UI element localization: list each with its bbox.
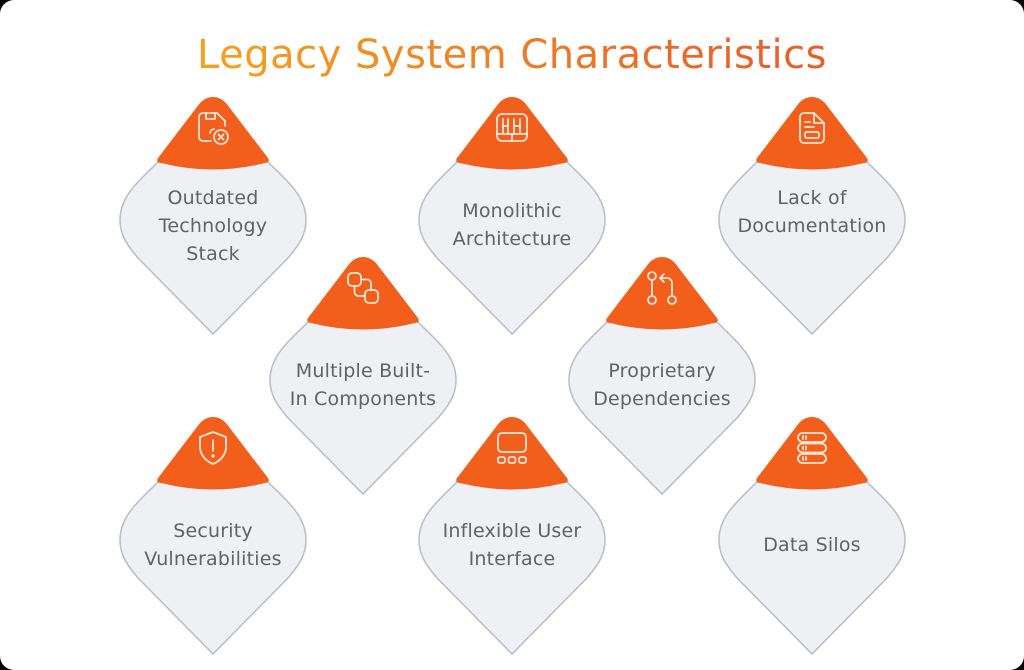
- shield-alert-icon: [199, 431, 227, 465]
- card-shape: [119, 417, 307, 656]
- card-shape: [269, 257, 457, 496]
- card-security-vulnerabilities: Security Vulnerabilities: [118, 416, 308, 656]
- card-label: Proprietary Dependencies: [593, 360, 731, 410]
- card-inflexible-user-interface: Inflexible User Interface: [417, 416, 607, 656]
- card-data-silos: Data Silos: [717, 416, 907, 656]
- card-shape: [718, 97, 906, 336]
- card-label: Multiple Built- In Components: [289, 360, 437, 410]
- card-lack-of-documentation: Lack of Documentation: [717, 96, 907, 336]
- page-title: Legacy System Characteristics: [0, 28, 1024, 82]
- card-proprietary-dependencies: Proprietary Dependencies: [567, 256, 757, 496]
- card-shape: [418, 417, 606, 656]
- database-stack-icon: [797, 432, 827, 464]
- card-outdated-technology-stack: Outdated Technology Stack: [118, 96, 308, 336]
- floppy-disk-x-icon: [198, 112, 229, 145]
- card-label: Monolithic Architecture: [452, 200, 572, 250]
- card-label: Outdated Technology Stack: [158, 187, 268, 265]
- git-pull-request-icon: [647, 271, 677, 305]
- card-multiple-built-in-components: Multiple Built- In Components: [268, 256, 458, 496]
- linked-blocks-icon: [347, 272, 379, 304]
- server-grid-icon: [496, 113, 528, 142]
- card-label: Security Vulnerabilities: [144, 520, 282, 570]
- interface-panel-icon: [497, 432, 527, 464]
- card-label: Data Silos: [763, 534, 861, 556]
- card-shape: [568, 257, 756, 496]
- card-label: Lack of Documentation: [737, 187, 887, 237]
- card-label: Inflexible User Interface: [442, 520, 582, 570]
- card-monolithic-architecture: Monolithic Architecture: [417, 96, 607, 336]
- card-shape: [119, 97, 307, 336]
- document-icon: [799, 112, 825, 144]
